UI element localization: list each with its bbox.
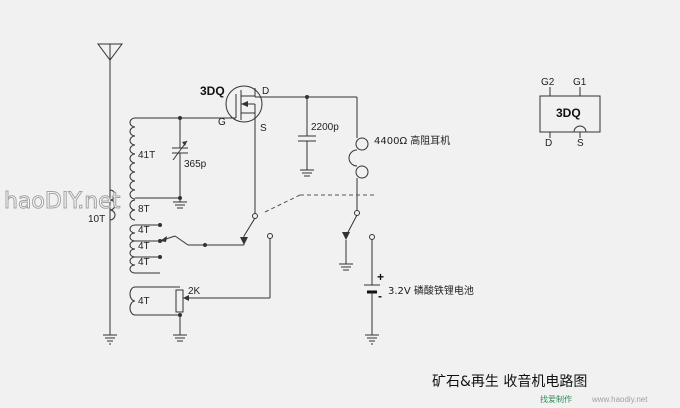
feedback-coil [129, 286, 180, 316]
coil-4t-feedback-label: 4T [138, 296, 150, 307]
capacitor-2200p-label: 2200p [311, 122, 339, 133]
bypass-capacitor [298, 97, 316, 177]
coil-10t-label: 10T [88, 214, 105, 225]
watermark: haoDIY.net [4, 189, 121, 214]
battery-switch [339, 210, 375, 285]
footer-url: www.haodiy.net [591, 395, 648, 404]
pot-2k-label: 2K [188, 286, 201, 297]
transistor-3dq [225, 85, 263, 123]
package-d-label: D [545, 138, 552, 149]
drain-label: D [262, 86, 269, 97]
battery [364, 284, 380, 345]
tuning-capacitor [172, 118, 188, 209]
earphone-label: 4400Ω 高阻耳机 [374, 134, 450, 147]
battery-plus-label: + [377, 270, 384, 284]
drain-wire [254, 88, 358, 138]
coil-8t-label: 8T [138, 204, 150, 215]
package-3dq [539, 87, 601, 138]
main-coil [129, 117, 136, 274]
coil-4t-label-a: 4T [138, 225, 150, 236]
potentiometer-2k [173, 289, 189, 342]
capacitor-365p-label: 365p [184, 159, 207, 170]
diagram-title: 矿石&再生 收音机电路图 [432, 373, 587, 390]
tap-selector [159, 235, 244, 247]
battery-minus-label: - [378, 289, 382, 303]
package-g1-label: G1 [573, 77, 587, 88]
package-s-label: S [577, 138, 584, 149]
footer-site: 找爱制作 [540, 394, 572, 404]
coil-41t-label: 41T [138, 150, 155, 161]
coil-4t-label-b: 4T [138, 241, 150, 252]
coil-4t-label-c: 4T [138, 257, 150, 268]
gang-link [264, 194, 301, 213]
package-g2-label: G2 [541, 77, 555, 88]
coil-taps [135, 116, 225, 274]
battery-label: 3.2V 磷酸铁锂电池 [388, 284, 474, 297]
earphone [348, 137, 369, 210]
ground-antenna [103, 334, 117, 345]
antenna-coil-10t [109, 189, 116, 221]
gate-label: G [218, 117, 226, 128]
package-name-label: 3DQ [556, 106, 581, 120]
source-switch [183, 120, 273, 299]
source-label: S [260, 123, 267, 134]
transistor-label: 3DQ [200, 84, 225, 98]
